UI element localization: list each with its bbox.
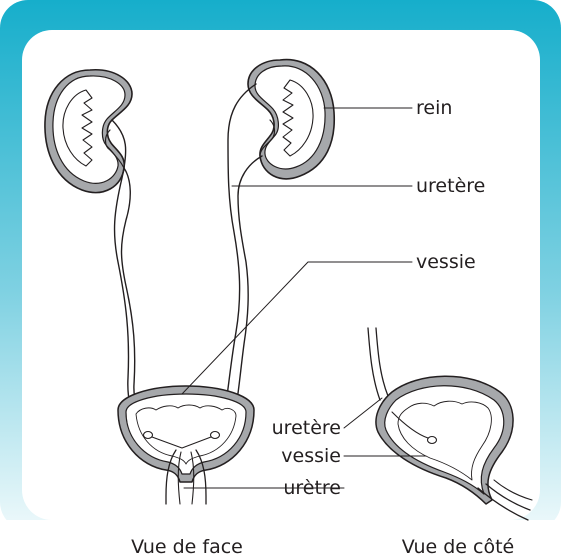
left-ureter-opening bbox=[144, 432, 153, 439]
label-uretere-side: uretère bbox=[272, 417, 341, 439]
caption-side-view: Vue de côté bbox=[402, 536, 514, 558]
label-vessie-side: vessie bbox=[281, 445, 341, 467]
caption-front-view: Vue de face bbox=[131, 536, 243, 558]
label-vessie-front: vessie bbox=[416, 251, 476, 273]
side-ureter-opening bbox=[428, 437, 437, 444]
label-uretere-front: uretère bbox=[416, 175, 485, 197]
label-uretre: urètre bbox=[283, 477, 341, 499]
label-rein: rein bbox=[416, 97, 452, 119]
right-ureter-opening bbox=[211, 432, 220, 439]
